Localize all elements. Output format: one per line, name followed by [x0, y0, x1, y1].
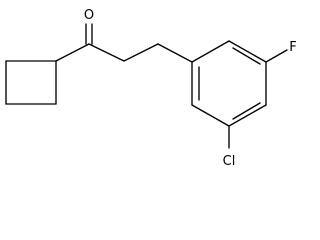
oxygen-label: O: [84, 8, 94, 23]
bond-benzene-4: [228, 104, 267, 127]
bond-benzene-1: [191, 40, 230, 63]
bond-chain-1: [88, 43, 125, 62]
bond-ring-to-fluorine: [265, 49, 288, 63]
structural-formula: O F Cl: [5, 8, 297, 169]
bond-chain-2: [123, 43, 159, 62]
bond-lines: [5, 23, 288, 149]
bond-benzene-inner-3: [232, 102, 261, 120]
bond-benzene-5: [191, 104, 230, 127]
bond-benzene-inner-2: [232, 47, 261, 65]
bond-benzene-2: [228, 40, 267, 63]
bond-chain-3: [157, 43, 193, 63]
bond-ring-to-carbonyl: [55, 43, 90, 62]
chlorine-label: Cl: [223, 154, 236, 169]
fluorine-label: F: [289, 40, 296, 55]
